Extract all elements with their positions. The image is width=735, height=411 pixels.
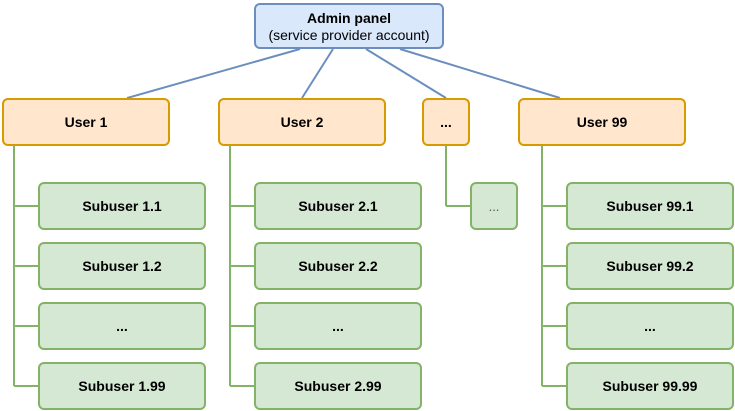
subuser-node-ellipsis: ... — [566, 302, 734, 350]
user-node-ellipsis: ... — [422, 98, 470, 146]
subuser-node-ellipsis: ... — [254, 302, 422, 350]
subuser-node: Subuser 99.2 — [566, 242, 734, 290]
subuser-node: Subuser 99.99 — [566, 362, 734, 410]
admin-to-user-connector — [301, 48, 334, 99]
subuser-node: Subuser 2.99 — [254, 362, 422, 410]
admin-panel-node: Admin panel (service provider account) — [254, 3, 444, 49]
user-node-2: User 2 — [218, 98, 386, 146]
subuser-node: Subuser 2.2 — [254, 242, 422, 290]
admin-to-user-connector — [365, 48, 447, 99]
subuser-node: Subuser 1.99 — [38, 362, 206, 410]
subuser-node: Subuser 1.1 — [38, 182, 206, 230]
subuser-node: Subuser 99.1 — [566, 182, 734, 230]
admin-panel-subtitle: (service provider account) — [268, 26, 430, 43]
admin-to-user-connector — [126, 48, 301, 99]
subuser-node-ellipsis: ... — [38, 302, 206, 350]
admin-panel-title: Admin panel — [306, 9, 391, 26]
admin-to-user-connector — [399, 48, 561, 99]
subuser-node-ellipsis: ... — [470, 182, 518, 230]
user-node-99: User 99 — [518, 98, 686, 146]
subuser-node: Subuser 2.1 — [254, 182, 422, 230]
user-node-1: User 1 — [2, 98, 170, 146]
subuser-node: Subuser 1.2 — [38, 242, 206, 290]
